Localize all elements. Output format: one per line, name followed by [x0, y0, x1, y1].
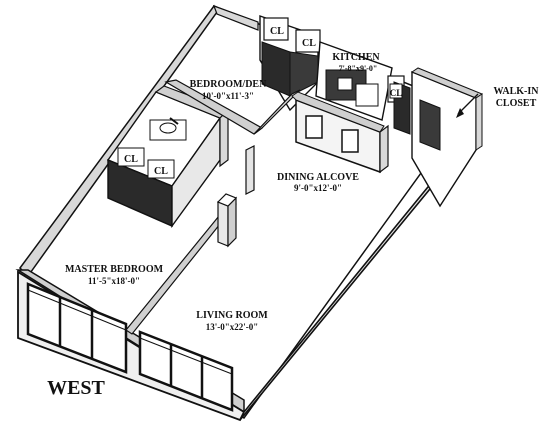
column-front — [217, 201, 229, 247]
room-name-walk-in-closet-1: WALK-IN — [493, 86, 539, 97]
room-name-master-bedroom: MASTER BEDROOM — [65, 264, 164, 275]
room-name-living-room: LIVING ROOM — [196, 310, 268, 321]
closet-label-master-2: CL — [154, 166, 168, 177]
dining-wall-top — [291, 91, 385, 133]
room-name-walk-in-closet-2: CLOSET — [496, 98, 537, 109]
dining-side — [379, 124, 389, 174]
closet-label-den-2: CL — [302, 38, 316, 49]
window-master-bedroom — [26, 282, 128, 374]
walk-in-closet-shelf — [419, 99, 441, 151]
closet-label-master-1: CL — [124, 154, 138, 165]
room-dims-master-bedroom: 11'-5"x18'-0" — [88, 276, 140, 286]
column-top — [216, 193, 238, 207]
closet-label-kitchen: CL — [390, 88, 403, 98]
walk-in-closet-side — [475, 93, 483, 151]
closet-label-den-1: CL — [270, 26, 284, 37]
room-dims-dining-alcove: 9'-0"x12'-0" — [294, 183, 342, 193]
room-name-kitchen: KITCHEN — [332, 52, 380, 63]
room-name-dining-alcove: DINING ALCOVE — [277, 172, 359, 183]
exterior-wall-east — [212, 4, 259, 31]
den-door-jamb — [245, 145, 255, 195]
den-wall-side — [253, 89, 301, 135]
room-dims-kitchen: 7'-8"x9'-0" — [339, 64, 378, 73]
room-dims-living-room: 13'-0"x22'-0" — [206, 322, 259, 332]
room-name-bedroom-den: BEDROOM/DEN — [190, 79, 267, 90]
room-dims-bedroom-den: 10'-0"x11'-3" — [202, 91, 254, 101]
compass-direction-label: WEST — [47, 377, 105, 399]
